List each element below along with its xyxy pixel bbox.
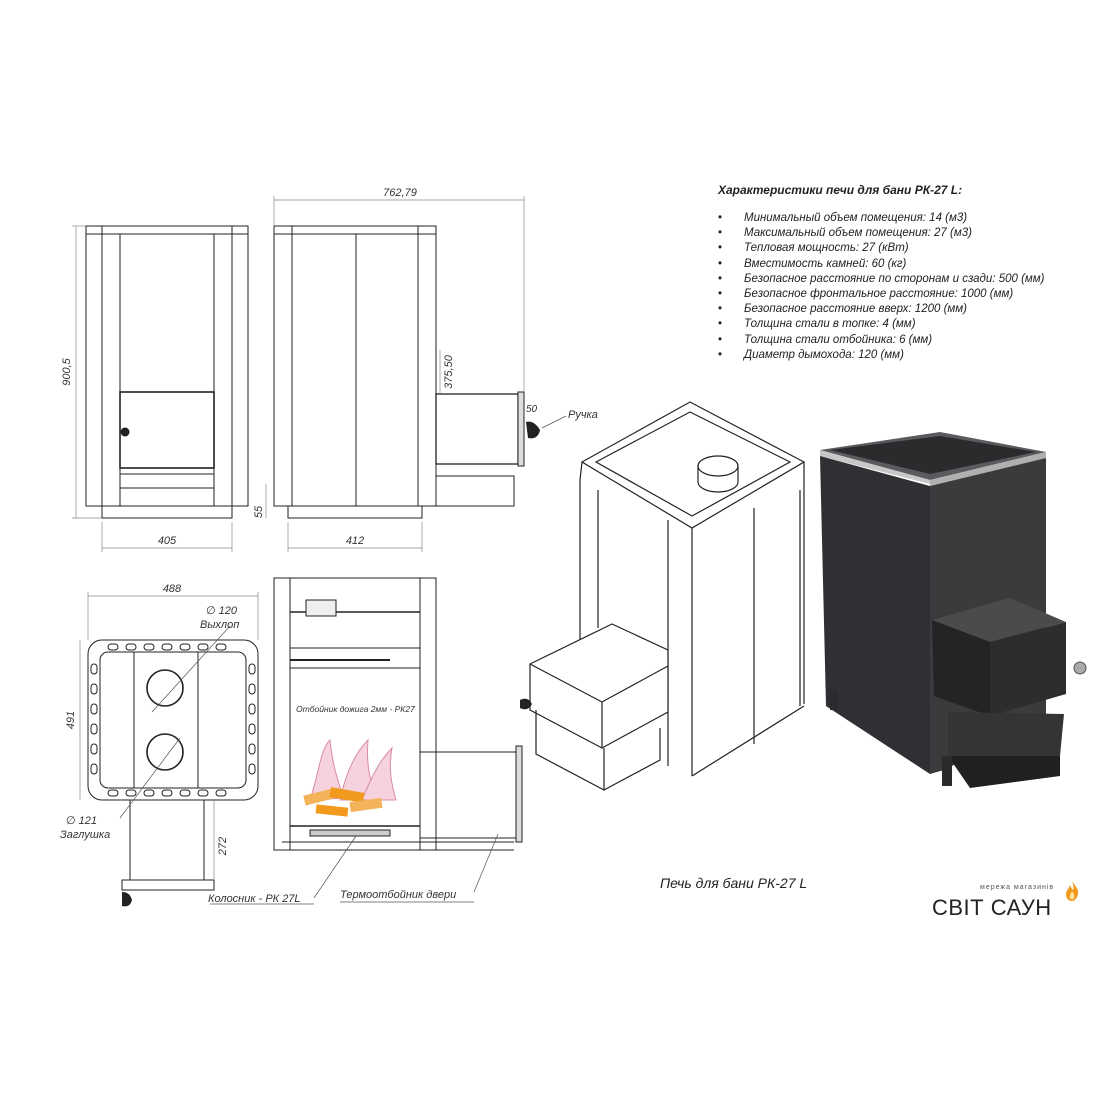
dim-top-width-label: 488 (163, 583, 182, 595)
spec-item: Толщина стали в топке: 4 (мм) (718, 317, 1088, 332)
label-handle: Ручка (568, 409, 598, 421)
spec-item: Тепловая мощность: 27 (кВт) (718, 241, 1088, 256)
side-handle-icon (526, 421, 540, 439)
spec-item: Толщина стали отбойника: 6 (мм) (718, 333, 1088, 348)
top-view (87, 639, 259, 891)
dim-top-depth-label: 491 (65, 711, 77, 729)
dim-handle-label: 50 (526, 404, 538, 415)
flame-icon (1066, 881, 1079, 901)
dim-plug-label: ∅ 121 (66, 815, 97, 827)
brand-logo: мережа магазинів СВІТ САУН (930, 880, 1090, 930)
stove-render (820, 432, 1087, 788)
specs-title: Характеристики печи для бани РК-27 L: (718, 183, 963, 197)
top-handle-icon (122, 892, 132, 907)
front-view (85, 225, 249, 519)
iso-handle-icon (520, 698, 532, 710)
brand-subtitle: мережа магазинів (980, 884, 1055, 891)
flames-illustration (303, 738, 397, 817)
spec-item: Максимальный объем помещения: 27 (м3) (718, 226, 1088, 241)
label-door-shield: Термоотбойник двери (340, 889, 456, 901)
dim-foot-height-label: 55 (253, 505, 265, 518)
dim-side-depth (287, 522, 423, 552)
spec-item: Безопасное расстояние вверх: 1200 (мм) (718, 302, 1088, 317)
spec-item: Безопасное фронтальное расстояние: 1000 … (718, 287, 1088, 302)
side-firebox-door (435, 393, 519, 465)
side-view (273, 225, 525, 519)
flue-circle (146, 669, 184, 707)
spec-item: Минимальный объем помещения: 14 (м3) (718, 211, 1088, 226)
front-door-handle-icon (120, 427, 130, 437)
dim-height-label: 900,5 (61, 357, 73, 385)
spec-item: Безопасное расстояние по сторонам и сзад… (718, 272, 1088, 287)
dim-front-width (101, 522, 233, 552)
front-ash-drawer (119, 473, 215, 507)
specs-panel: Характеристики печи для бани РК-27 L: Ми… (718, 183, 1088, 363)
label-plug: Заглушка (60, 829, 110, 841)
plug-circle (146, 733, 184, 771)
label-deflector: Отбойник дожига 2мм - РК27 (296, 704, 415, 714)
dim-ash-depth-label: 272 (217, 837, 229, 856)
dim-door-height-label: 375,50 (443, 354, 455, 389)
front-base (101, 505, 233, 519)
brand-name: СВІТ САУН (932, 895, 1052, 920)
label-grate: Колосник - РК 27L (208, 893, 301, 905)
specs-list: Минимальный объем помещения: 14 (м3) Мак… (718, 211, 1088, 363)
front-firebox-door (119, 391, 215, 469)
dim-flue-label: ∅ 120 (206, 605, 238, 617)
spec-item: Вместимость камней: 60 (кг) (718, 257, 1088, 272)
dim-front-height (72, 225, 102, 519)
section-view (273, 577, 523, 851)
figure-caption: Печь для бани РК-27 L (660, 875, 808, 891)
dim-total-width (273, 196, 525, 392)
spec-item: Диаметр дымохода: 120 (мм) (718, 348, 1088, 363)
dim-front-width-label: 405 (158, 535, 177, 547)
isometric-drawing (529, 401, 806, 791)
front-body-outline (85, 225, 249, 507)
dim-side-depth-label: 412 (346, 535, 364, 547)
dim-total-width-label: 762,79 (383, 187, 417, 199)
label-exhaust: Выхлоп (200, 619, 239, 631)
